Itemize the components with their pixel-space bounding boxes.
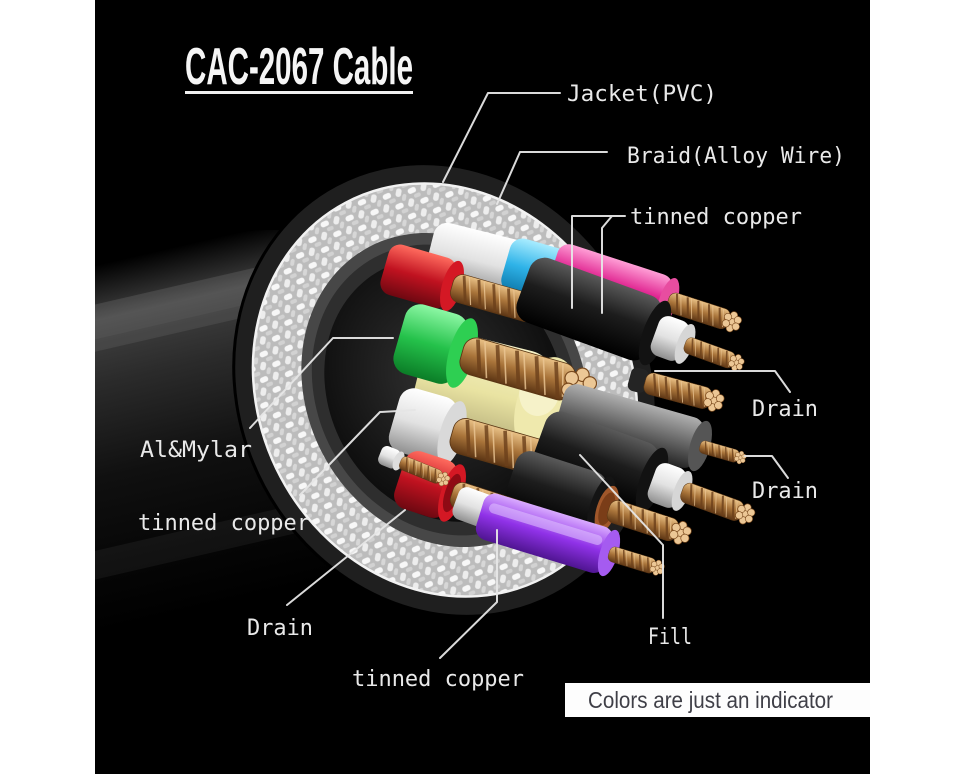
title-underline [185,91,413,94]
wire-green [393,304,602,412]
label-tinned-copper-left: tinned copper [138,511,310,536]
wire-white-mid [388,388,587,490]
wire-drain-1 [627,367,728,415]
label-drain-bottom: Drain [247,616,313,641]
wire-red-top [380,244,558,331]
label-braid-alloy-wire: Braid(Alloy Wire) [627,144,845,169]
label-drain-right-1: Drain [752,397,818,422]
label-tinned-copper-bottom: tinned copper [352,667,524,692]
leader-drain-right-1 [654,370,791,393]
label-drain-right-2: Drain [752,479,818,504]
wire-drain-2 [556,384,749,472]
leader-tinned-left [299,409,416,496]
leader-fill [579,454,664,619]
page-title: CAC-2067 Cable [185,38,413,96]
leader-al-mylar [249,337,394,429]
wire-purple [475,493,667,578]
leader-jacket [442,92,561,183]
leader-braid [496,151,608,205]
leader-tinned-top [571,215,626,314]
label-al-mylar: Al&Mylar [140,438,252,463]
cable-photo [95,162,759,669]
label-fill: Fill [648,625,692,650]
note-bar [565,683,870,717]
label-tinned-copper-top: tinned copper [630,205,802,230]
leader-drain-right-2 [744,455,789,479]
wire-shielded-1 [516,257,747,374]
leader-drain-bottom [286,509,406,606]
label-jacket-pvc: Jacket(PVC) [567,82,717,107]
leader-tinned-bottom [439,529,498,659]
note-text: Colors are just an indicator [588,687,833,713]
wire-drain-3 [378,446,453,489]
